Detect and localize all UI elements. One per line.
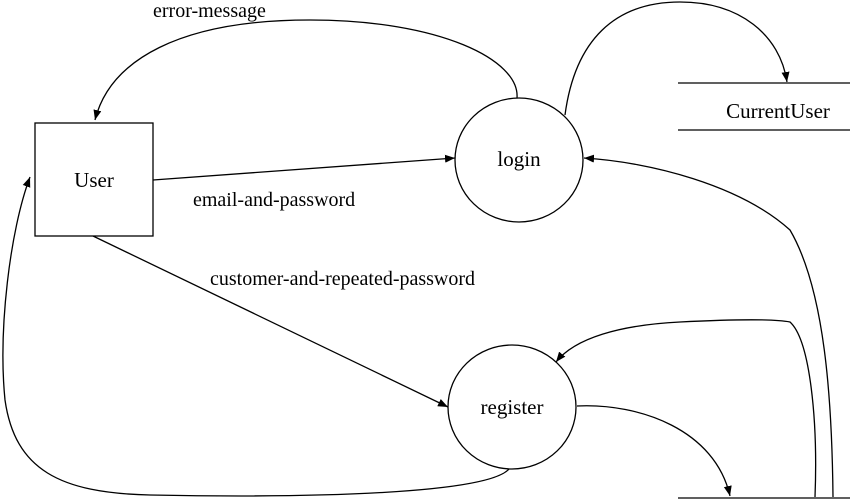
register-to-store-flow (576, 405, 732, 497)
error-message-flow (93, 19, 518, 121)
customer-and-repeated-password-label: customer-and-repeated-password (210, 268, 475, 290)
register-process-label: register (481, 395, 544, 419)
login-to-currentuser-flow (564, 1, 790, 116)
error-message-label: error-message (153, 0, 266, 22)
register-process-circle (447, 344, 577, 470)
customer-and-repeated-password-flow (92, 235, 449, 408)
register-to-user-flow (2, 176, 512, 497)
user-entity-label: User (74, 168, 114, 192)
store-to-login-flow (583, 154, 834, 498)
currentuser-store-label: CurrentUser (726, 99, 830, 123)
login-process-label: login (497, 147, 541, 171)
email-and-password-label: email-and-password (193, 189, 355, 211)
store-to-register-flow (555, 319, 817, 498)
login-process-circle (454, 97, 584, 223)
user-entity-box (34, 122, 154, 237)
email-and-password-flow (152, 154, 456, 181)
